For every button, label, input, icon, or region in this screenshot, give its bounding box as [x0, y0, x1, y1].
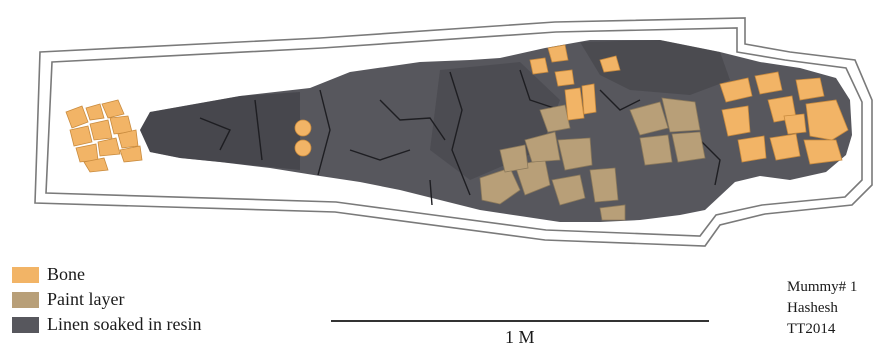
legend-item-linen: Linen soaked in resin: [12, 312, 201, 337]
legend-label: Bone: [47, 264, 85, 285]
legend: Bone Paint layer Linen soaked in resin: [12, 262, 201, 337]
paint-layer-swatch: [12, 292, 39, 308]
legend-item-paint-layer: Paint layer: [12, 287, 201, 312]
scale-bar-label: 1 M: [505, 327, 535, 348]
bone-swatch: [12, 267, 39, 283]
caption-site: Hashesh: [787, 298, 857, 319]
legend-label: Paint layer: [47, 289, 124, 310]
caption: Mummy# 1 Hashesh TT2014: [787, 277, 857, 340]
legend-item-bone: Bone: [12, 262, 201, 287]
legend-label: Linen soaked in resin: [47, 314, 201, 335]
scale-bar: [331, 320, 709, 322]
caption-tomb: TT2014: [787, 319, 857, 340]
caption-mummy-id: Mummy# 1: [787, 277, 857, 298]
linen-swatch: [12, 317, 39, 333]
